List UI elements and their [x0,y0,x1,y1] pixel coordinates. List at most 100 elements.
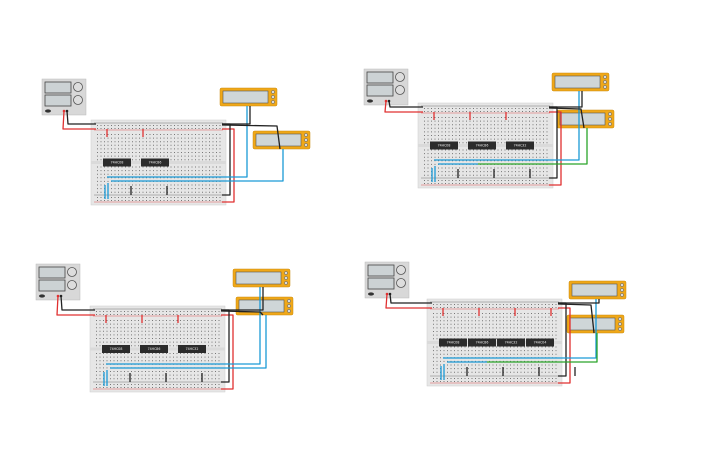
multimeter-port[interactable] [284,281,288,285]
breadboard[interactable]: 74HC08 74HC86 74HC32 [89,305,226,393]
multimeter[interactable] [556,109,615,129]
wire-rail-jumper-red[interactable] [221,314,234,390]
multimeter-port[interactable] [603,75,607,79]
ic-chip-body[interactable] [497,338,525,347]
wire-power-positive[interactable] [56,295,95,316]
ic-chip[interactable]: 74HC08 [102,345,130,353]
wire-meter-probe[interactable] [517,299,597,359]
voltage-knob[interactable] [396,265,406,275]
multimeter[interactable] [235,296,294,316]
voltage-knob[interactable] [73,82,83,92]
wire-meter-ground[interactable] [220,310,264,316]
ic-chip[interactable]: 74HC86 [141,158,169,167]
multimeter-port[interactable] [271,100,275,104]
ic-chip-body[interactable] [526,338,554,347]
multimeter-port[interactable] [287,304,291,308]
current-knob[interactable] [396,278,406,288]
multimeter-port[interactable] [620,283,624,287]
ic-chip[interactable]: 74HC32 [506,141,534,150]
ic-chip-body[interactable] [178,345,206,353]
ic-chip-body[interactable] [430,141,458,150]
multimeter-port[interactable] [287,299,291,303]
ic-chip-body[interactable] [468,338,496,347]
multimeter-port[interactable] [304,143,308,147]
ic-chip[interactable]: 74HC32 [497,338,525,347]
multimeter-port[interactable] [287,309,291,313]
wire-power-positive[interactable] [385,293,432,309]
multimeter-port[interactable] [603,80,607,84]
multimeter-port[interactable] [608,112,612,116]
wire-meter-ground[interactable] [557,303,595,334]
multimeter-port[interactable] [608,122,612,126]
wire-meter-ground[interactable] [549,91,583,108]
ic-chip[interactable]: 74HC04 [526,338,554,347]
wire-meter-ground[interactable] [558,299,600,304]
ic-chip[interactable]: 74HC86 [140,345,168,353]
wire-meter-ground[interactable] [222,106,251,125]
current-knob[interactable] [395,85,405,95]
current-knob[interactable] [73,95,83,105]
ic-chip[interactable]: 74HC32 [178,345,206,353]
multimeter-port[interactable] [608,117,612,121]
multimeter[interactable] [551,72,610,92]
wire-rail-jumper-red[interactable] [222,128,235,203]
wire-power-negative[interactable] [66,110,96,125]
wire-meter-ground[interactable] [221,124,281,150]
ic-chip-body[interactable] [439,338,467,347]
wire-power-positive[interactable] [62,110,96,130]
multimeter[interactable] [219,87,278,107]
multimeter-port[interactable] [284,276,288,280]
wire-meter-probe[interactable] [151,149,284,182]
ic-chip-body[interactable] [140,345,168,353]
multimeter-port[interactable] [284,271,288,275]
ic-chip-body[interactable] [103,158,131,167]
multimeter-port[interactable] [620,288,624,292]
ic-chip-body[interactable] [102,345,130,353]
ic-chip-body[interactable] [506,141,534,150]
multimeter-port[interactable] [304,138,308,142]
wire-power-negative[interactable] [388,100,423,108]
wire-meter-probe[interactable] [150,315,267,369]
multimeter-port[interactable] [304,133,308,137]
ic-chip[interactable]: 74HC08 [430,141,458,150]
power-switch[interactable] [367,99,373,103]
wire-meter-probe[interactable] [487,333,598,363]
multimeter-port[interactable] [603,85,607,89]
multimeter-port[interactable] [271,95,275,99]
wire-power-positive[interactable] [384,100,423,113]
multimeter[interactable] [252,130,311,150]
multimeter-port[interactable] [271,90,275,94]
wire-meter-ground[interactable] [221,287,264,311]
breadboard[interactable]: 74HC08 74HC86 74HC32 [417,102,554,189]
current-knob[interactable] [67,280,77,290]
ic-chip[interactable]: 74HC86 [468,338,496,347]
wire-rail-jumper-red[interactable] [558,307,571,384]
multimeter-port[interactable] [618,322,622,326]
wire-power-negative[interactable] [389,293,432,304]
wire-meter-ground[interactable] [548,107,585,129]
ic-chip-body[interactable] [468,141,496,150]
breadboard[interactable]: 74HC08 74HC86 [90,119,227,206]
wire-power-negative[interactable] [60,295,95,311]
power-supply[interactable] [35,263,81,301]
power-supply[interactable] [41,78,87,116]
wire-rail-jumper-red[interactable] [549,111,562,186]
power-switch[interactable] [368,292,374,296]
power-supply[interactable] [364,261,410,299]
wire-meter-probe[interactable] [181,106,248,178]
power-supply[interactable] [363,68,409,106]
power-switch[interactable] [39,294,45,298]
multimeter[interactable] [568,280,627,300]
multimeter-port[interactable] [618,317,622,321]
ic-chip-body[interactable] [141,158,169,167]
ic-chip[interactable]: 74HC08 [103,158,131,167]
multimeter[interactable] [232,268,291,288]
multimeter-port[interactable] [620,293,624,297]
voltage-knob[interactable] [395,72,405,82]
ic-chip[interactable]: 74HC86 [468,141,496,150]
power-switch[interactable] [45,109,51,113]
voltage-knob[interactable] [67,267,77,277]
wire-meter-probe[interactable] [508,91,580,161]
